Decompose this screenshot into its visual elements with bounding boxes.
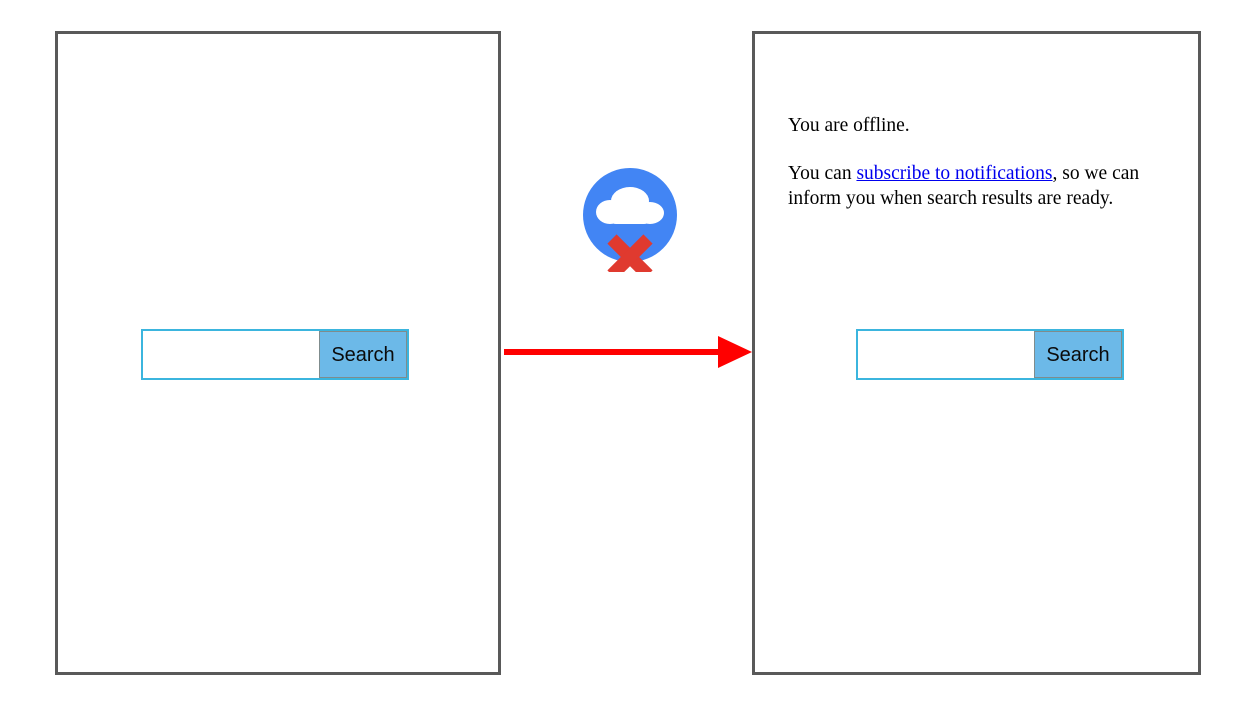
search-widget-after: Search	[856, 329, 1124, 380]
search-widget-before: Search	[141, 329, 409, 380]
cross-mark	[607, 234, 653, 272]
cloud-shape	[596, 187, 664, 224]
offline-subscribe-text: You can subscribe to notifications, so w…	[788, 161, 1178, 212]
phone-frame-before: Search	[55, 31, 501, 675]
arrow-head	[718, 336, 752, 368]
phone-frame-after: You are offline. You can subscribe to no…	[752, 31, 1201, 675]
search-input[interactable]	[858, 331, 1034, 378]
transition-arrow	[504, 336, 752, 368]
offline-message-block: You are offline. You can subscribe to no…	[788, 113, 1178, 212]
subscribe-text-suffix: , so we can inform you when search resul…	[788, 162, 1140, 210]
offline-status-text: You are offline.	[788, 115, 910, 136]
search-input[interactable]	[143, 331, 319, 378]
search-button[interactable]: Search	[1034, 331, 1122, 378]
cloud-offline-icon	[583, 168, 677, 272]
subscribe-text-prefix: You can	[788, 162, 857, 184]
subscribe-to-notifications-link[interactable]: subscribe to notifications	[856, 162, 1053, 184]
search-button[interactable]: Search	[319, 331, 407, 378]
